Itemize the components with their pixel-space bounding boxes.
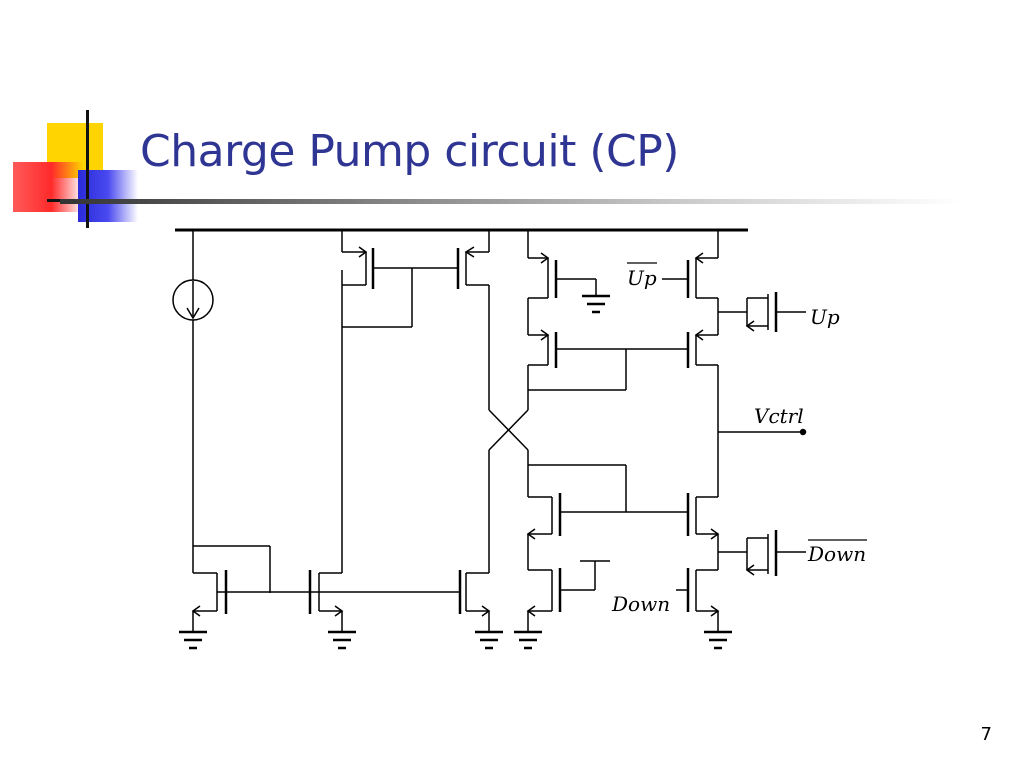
output-column bbox=[662, 230, 807, 632]
ground-1 bbox=[179, 630, 207, 650]
slide-title: Charge Pump circuit (CP) bbox=[140, 126, 679, 177]
vertical-decoration-line bbox=[86, 110, 89, 228]
down-label: Down bbox=[611, 592, 670, 616]
down-bar-label: Down bbox=[807, 542, 866, 566]
nmos-right-mirror bbox=[458, 450, 491, 632]
nmos-middle bbox=[308, 270, 460, 632]
up-switch-transistor bbox=[718, 292, 806, 332]
right-branch-left-nmos bbox=[526, 493, 688, 632]
up-bar-label: Up bbox=[627, 266, 657, 290]
pmos-mirror-top bbox=[341, 230, 490, 410]
up-label: Up bbox=[810, 305, 840, 329]
right-branch-left-column bbox=[527, 230, 688, 512]
nmos-mirror-left bbox=[191, 545, 310, 632]
title-underline bbox=[60, 199, 960, 204]
down-bar-switch-transistor bbox=[718, 530, 806, 576]
current-source bbox=[172, 230, 214, 573]
vctrl-label: Vctrl bbox=[754, 404, 804, 428]
ground-pmos-gate bbox=[582, 294, 610, 314]
cross-coupled-wires bbox=[488, 409, 529, 451]
ground-2 bbox=[328, 630, 356, 650]
page-number: 7 bbox=[980, 724, 992, 745]
ground-5 bbox=[704, 630, 732, 650]
ground-3 bbox=[475, 630, 503, 650]
ground-4 bbox=[514, 630, 542, 650]
